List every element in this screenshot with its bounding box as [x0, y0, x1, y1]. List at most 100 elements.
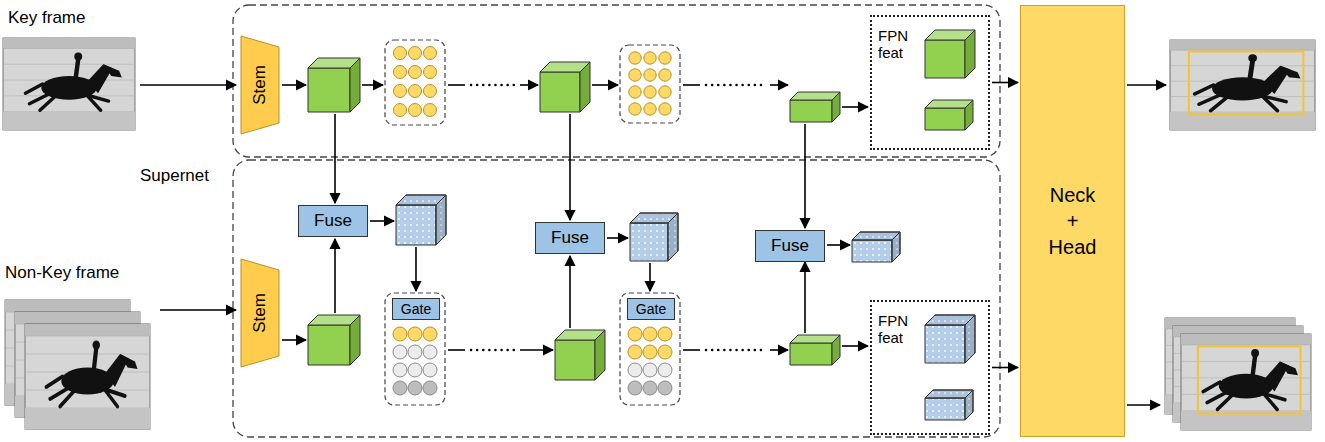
operator-circle — [643, 345, 657, 359]
feature-cube — [925, 100, 973, 130]
fused-feature-cube — [630, 213, 678, 261]
operator-circle — [394, 104, 407, 117]
horse-leg — [87, 96, 100, 110]
horse-leg — [46, 377, 62, 388]
fuse-box: Fuse — [755, 230, 825, 262]
operator-circle — [393, 381, 407, 395]
operator-circle — [629, 103, 641, 115]
cube-face — [852, 240, 892, 262]
flow-arrow — [282, 339, 306, 341]
operator-circle — [408, 327, 422, 341]
flow-arrow — [415, 247, 417, 291]
cube-shade — [668, 213, 678, 261]
feature-arrow — [992, 367, 1018, 369]
feature-cube — [555, 330, 605, 380]
flow-line — [448, 84, 465, 86]
cube-face — [925, 108, 965, 130]
flow-arrow — [569, 114, 571, 220]
illustration-layer — [3, 5, 1315, 437]
horse-leg — [1203, 382, 1220, 392]
cube-shade — [965, 390, 973, 420]
horse-silhouette — [1203, 349, 1298, 409]
operator-circle — [658, 327, 672, 341]
horse-head — [103, 64, 121, 77]
fused-feature-cube — [852, 232, 900, 262]
gate-box: Gate — [627, 298, 675, 320]
horse-silhouette — [25, 52, 121, 110]
horse-leg — [105, 390, 118, 407]
cube-face — [832, 335, 840, 365]
dashed-region — [233, 160, 1000, 437]
feature-arrow — [992, 82, 1018, 84]
cube-face — [350, 58, 360, 112]
cube-face — [965, 390, 973, 420]
operator-circle — [393, 363, 407, 377]
operator-circle — [409, 85, 422, 98]
operator-group — [385, 293, 445, 405]
rider-body — [1250, 61, 1253, 80]
operator-circle — [628, 327, 642, 341]
cube-face — [308, 325, 350, 365]
frame-band — [3, 38, 135, 49]
flow-line — [683, 349, 700, 351]
video-frame — [25, 324, 150, 429]
operator-circle — [659, 86, 671, 98]
flow-arrow — [334, 239, 336, 313]
operator-circle — [659, 52, 671, 64]
stem-block: Stem — [240, 258, 280, 368]
horse-leg — [1263, 97, 1278, 111]
horse-head — [1280, 66, 1300, 79]
frame-ground — [25, 408, 150, 429]
stem-shape — [241, 36, 279, 134]
node-text: Stem — [250, 65, 270, 105]
operator-circle — [393, 345, 407, 359]
frame-background — [1170, 40, 1315, 130]
operator-circle — [644, 86, 656, 98]
horse-leg — [1195, 85, 1214, 94]
node-text: Fuse — [314, 211, 352, 231]
figure-label: Key frame — [8, 8, 85, 28]
flow-arrow — [770, 84, 788, 86]
operator-circle — [628, 345, 642, 359]
flow-arrow — [592, 84, 618, 86]
cube-shade — [436, 195, 446, 245]
horse-leg — [1217, 394, 1233, 409]
operator-circle — [424, 47, 437, 60]
operator-circle — [629, 52, 641, 64]
cube-shade — [965, 315, 975, 363]
flow-arrow — [334, 114, 336, 203]
cube-face — [580, 62, 590, 112]
flow-arrow — [520, 84, 538, 86]
frame-background — [3, 38, 135, 130]
node-text: FPN feat — [878, 27, 922, 62]
flow-arrow — [140, 84, 236, 86]
node-text: Fuse — [551, 228, 589, 248]
cube-face — [925, 325, 965, 363]
operator-group — [620, 45, 680, 123]
flow-arrow — [804, 262, 806, 333]
cube-face — [595, 330, 605, 380]
flow-line — [448, 349, 465, 351]
cube-face — [925, 398, 965, 420]
frame-band — [25, 324, 150, 336]
stem-shape — [241, 259, 279, 367]
operator-circle — [394, 66, 407, 79]
cube-face — [540, 72, 580, 112]
cube-shade — [892, 232, 900, 262]
frame-background — [25, 324, 150, 429]
frame-ground — [3, 112, 135, 130]
operator-circle — [658, 345, 672, 359]
operator-circle — [424, 104, 437, 117]
horse-leg — [60, 390, 75, 407]
rider-body — [94, 348, 97, 371]
cube-face — [892, 232, 900, 262]
fpn-feature-box: FPN feat — [870, 15, 990, 150]
cube-face — [555, 340, 595, 380]
operator-circle — [659, 103, 671, 115]
cube-face — [436, 195, 446, 245]
operator-circle — [409, 104, 422, 117]
flow-arrow — [520, 349, 553, 351]
cube-face — [790, 343, 832, 365]
